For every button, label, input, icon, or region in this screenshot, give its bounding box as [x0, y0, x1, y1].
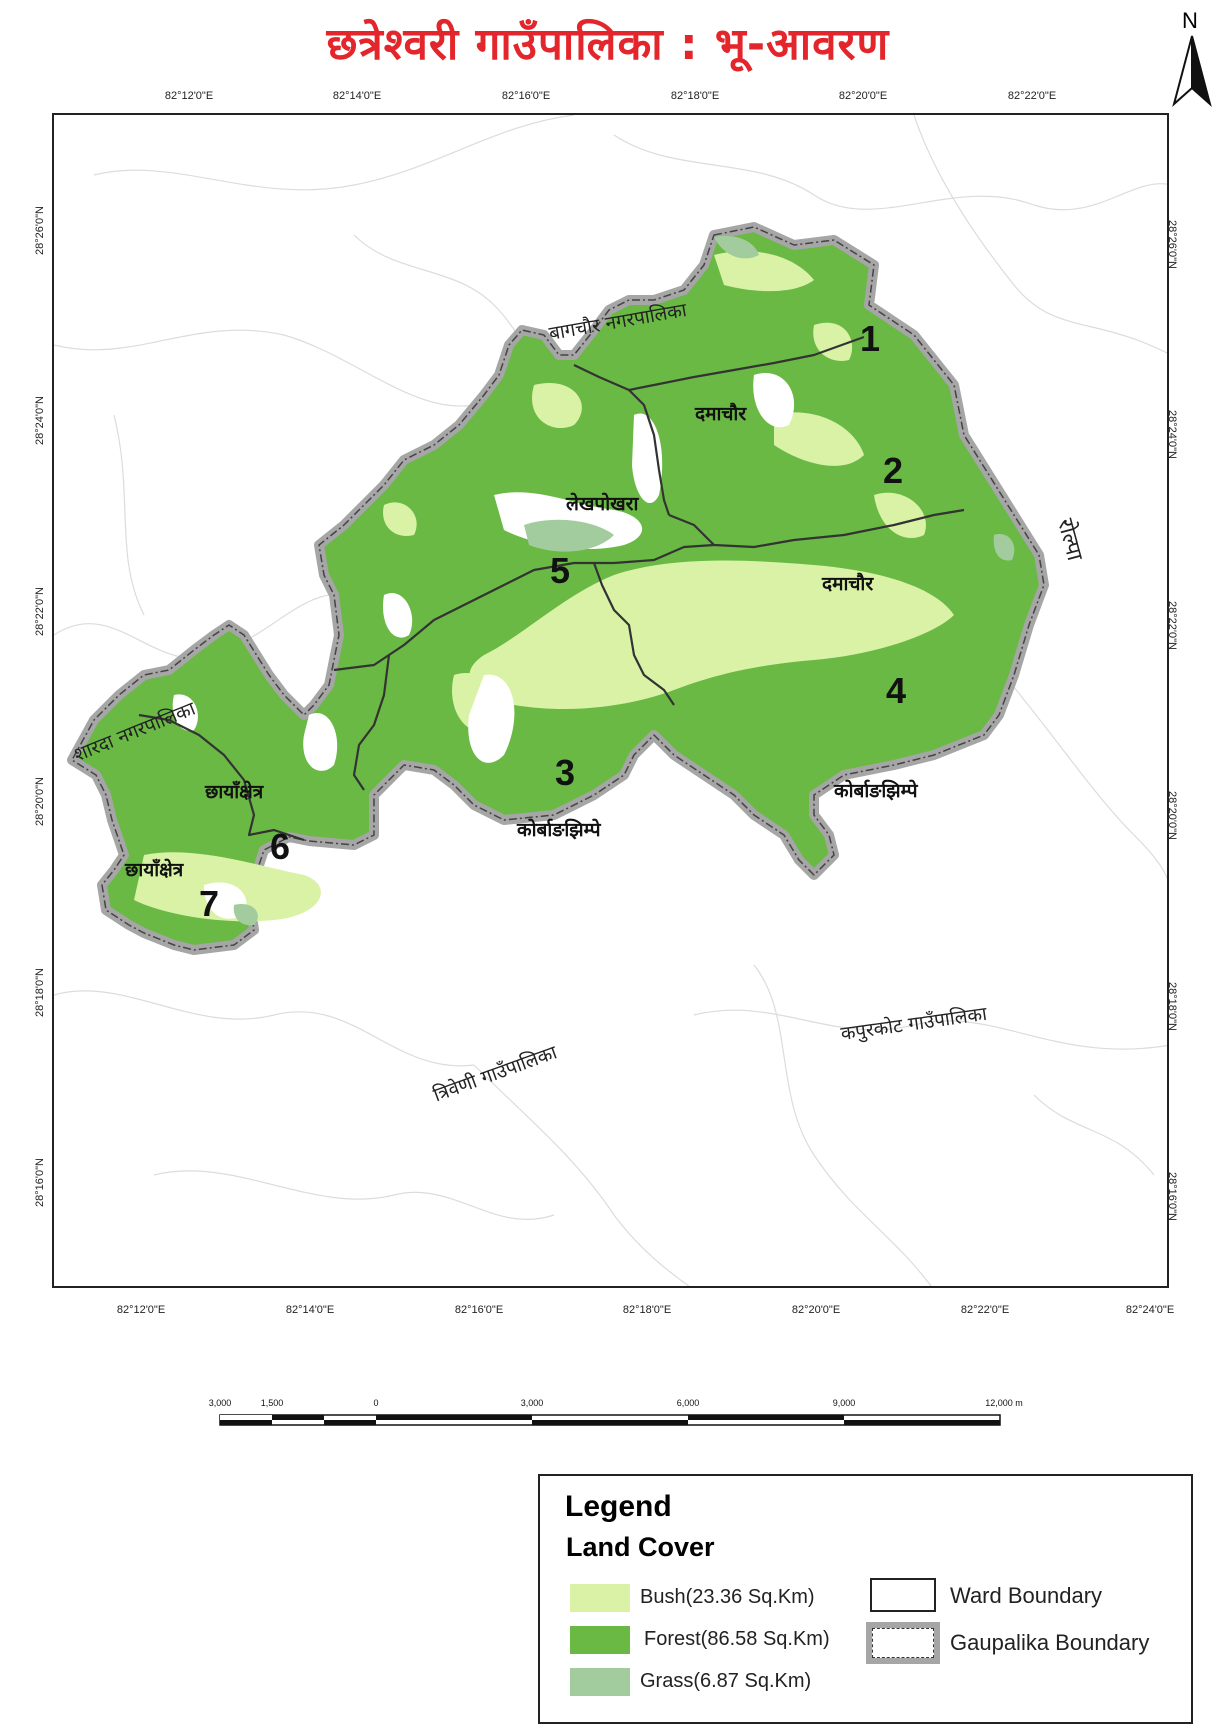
legend-label-ward-boundary: Ward Boundary [950, 1583, 1103, 1608]
legend-swatch-ward-boundary [870, 1578, 936, 1612]
legend-swatch-forest [570, 1626, 630, 1654]
map-title: छत्रेश्वरी गाउँपालिका : भू-आवरण [326, 19, 890, 70]
scale-bar [219, 1414, 1001, 1426]
legend-swatch-grass [570, 1668, 630, 1696]
top-tick-label: 82°20'0"E [838, 90, 888, 102]
legend-box [538, 1474, 1193, 1724]
scale-label: 6,000 [676, 1398, 700, 1408]
north-label: N [1182, 8, 1198, 33]
scale-label: 9,000 [832, 1398, 856, 1408]
north-arrow-icon: N [1170, 8, 1214, 108]
legend-label-grass: Grass(6.87 Sq.Km) [640, 1670, 812, 1692]
place-label: छायाँक्षेत्र [125, 859, 184, 881]
place-label: दमाचौर [822, 573, 874, 595]
top-tick-label: 82°14'0"E [332, 90, 382, 102]
grass-patches [233, 235, 1015, 926]
bottom-tick-label: 82°20'0"E [791, 1304, 841, 1316]
bottom-tick-label: 82°12'0"E [116, 1304, 166, 1316]
top-tick-label: 82°18'0"E [670, 90, 720, 102]
top-tick-label: 82°12'0"E [164, 90, 214, 102]
legend-title: Legend [565, 1490, 672, 1523]
ward-number: 1 [860, 318, 881, 359]
legend-label-gaupalika-boundary: Gaupalika Boundary [950, 1630, 1150, 1655]
bottom-tick-label: 82°14'0"E [285, 1304, 335, 1316]
bottom-tick-label: 82°24'0"E [1125, 1304, 1175, 1316]
ward-number: 7 [199, 883, 220, 924]
map-canvas [54, 115, 1167, 1286]
ward-number: 5 [550, 550, 571, 591]
map-frame [52, 113, 1169, 1288]
legend-label-forest: Forest(86.58 Sq.Km) [644, 1628, 830, 1650]
scale-label: 0 [373, 1398, 379, 1408]
scale-label: 12,000 m [985, 1398, 1023, 1408]
left-tick-label: 28°16'0"N [34, 1158, 46, 1207]
left-tick-label: 28°26'0"N [34, 206, 46, 255]
bottom-tick-label: 82°22'0"E [960, 1304, 1010, 1316]
bottom-tick-label: 82°16'0"E [454, 1304, 504, 1316]
background-boundaries [54, 115, 1167, 1286]
scale-label: 3,000 [520, 1398, 544, 1408]
legend-subtitle: Land Cover [566, 1532, 715, 1562]
ward-number: 3 [555, 752, 576, 793]
scale-label: 1,500 [260, 1398, 284, 1408]
top-tick-label: 82°22'0"E [1007, 90, 1057, 102]
top-tick-label: 82°16'0"E [501, 90, 551, 102]
ward-number: 6 [270, 826, 291, 867]
left-tick-label: 28°24'0"N [34, 396, 46, 445]
place-label: लेखपोखरा [566, 493, 639, 515]
scale-label: 3,000 [208, 1398, 232, 1408]
place-label: दमाचौर [695, 403, 747, 425]
left-tick-label: 28°20'0"N [34, 777, 46, 826]
place-label: छायाँक्षेत्र [205, 781, 264, 803]
legend-swatch-bush [570, 1584, 630, 1612]
legend-swatch-gaupalika-boundary [866, 1622, 940, 1664]
left-tick-label: 28°22'0"N [34, 587, 46, 636]
place-label: कोर्बाङझिम्पे [517, 819, 601, 841]
place-label: कोर्बाङझिम्पे [834, 780, 918, 802]
legend-label-bush: Bush(23.36 Sq.Km) [640, 1586, 815, 1608]
ward-number: 2 [883, 450, 904, 491]
left-tick-label: 28°18'0"N [34, 968, 46, 1017]
bottom-tick-label: 82°18'0"E [622, 1304, 672, 1316]
ward-boundaries [138, 335, 965, 842]
ward-number: 4 [886, 670, 907, 711]
